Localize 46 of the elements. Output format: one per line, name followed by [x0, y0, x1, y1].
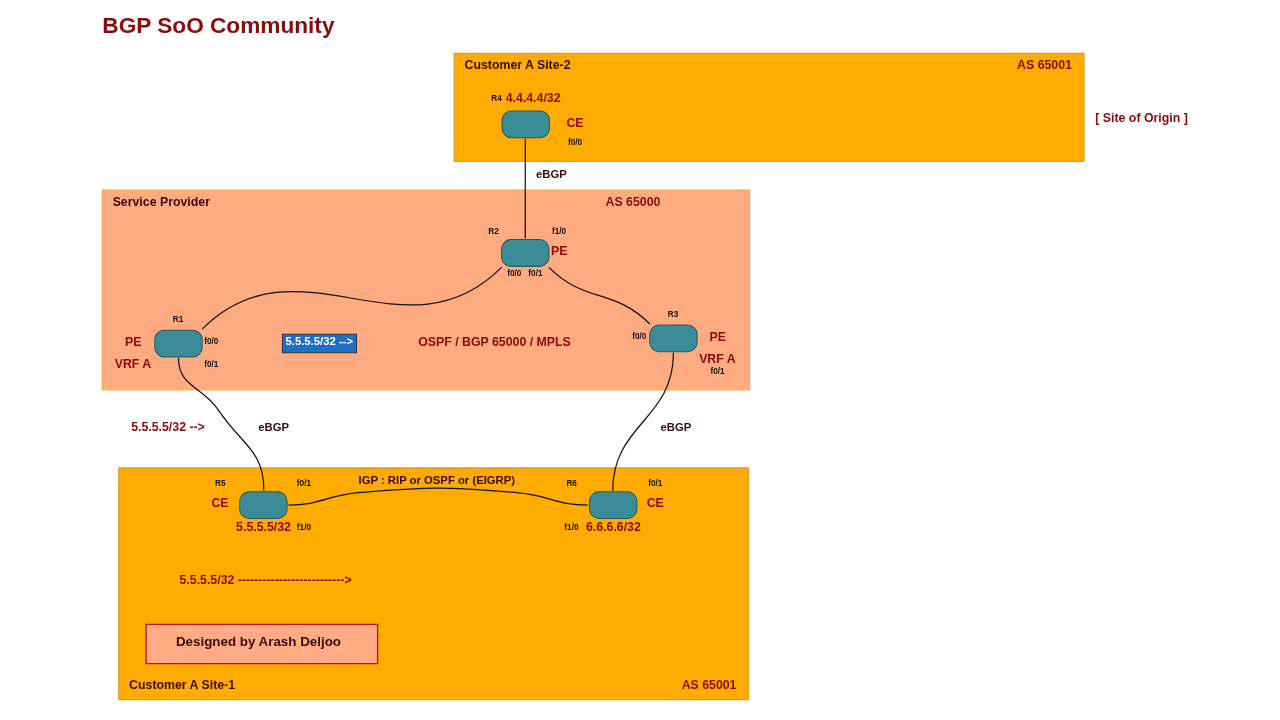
node-label: CE [210, 496, 229, 511]
node-label: f0/0 [506, 269, 521, 279]
node-label: 5.5.5.5/32 [235, 520, 291, 535]
edge-label: IGP : RIP or OSPF or (EIGRP) [358, 474, 515, 487]
node-box: Designed by Arash Deljoo [144, 623, 378, 665]
node-label: f0/1 [203, 359, 218, 369]
node-label: 4.4.4.4/32 [505, 91, 561, 106]
node-label: R2 [487, 226, 499, 236]
node-label: f0/1 [296, 478, 311, 488]
connector [201, 266, 502, 330]
connector [177, 357, 264, 492]
node-label: VRF A [114, 356, 151, 371]
node-label: f0/0 [203, 337, 218, 347]
diagram-title: BGP SoO Community [101, 13, 334, 39]
node-label: CE [565, 115, 584, 130]
connector [524, 138, 526, 240]
node-label: R4 [490, 94, 502, 104]
label: 5.5.5.5/32 --> [285, 335, 353, 348]
connector [287, 487, 589, 506]
node-label: f0/0 [631, 332, 646, 342]
node-label: PE [124, 334, 141, 349]
node-label: f0/1 [647, 478, 662, 488]
edge-label: eBGP [257, 420, 289, 433]
label: 5.5.5.5/32 --> [130, 420, 205, 435]
connector [611, 352, 674, 492]
node-label: R5 [214, 478, 226, 488]
node-label: CE [646, 496, 664, 511]
node-label: VRF A [698, 351, 736, 366]
node-label: PE [708, 329, 726, 344]
node-label: f1/0 [296, 523, 311, 533]
connector [547, 266, 650, 325]
node-label: 6.6.6.6/32 [585, 520, 641, 535]
label: OSPF / BGP 65000 / MPLS [417, 334, 571, 349]
node-label: f0/0 [567, 138, 582, 148]
node-label: f1/0 [563, 523, 579, 533]
edge-label: eBGP [535, 167, 567, 180]
node-label: R3 [667, 310, 678, 320]
node-label: R1 [172, 315, 183, 325]
node-label: R6 [565, 478, 577, 488]
label: 5.5.5.5/32 --------------------------> [179, 573, 352, 588]
edge-label: eBGP [660, 420, 691, 433]
node-label: f0/1 [709, 366, 725, 376]
node-label: PE [550, 244, 567, 259]
node-label: f0/1 [527, 269, 543, 279]
label: [ Site of Origin ] [1094, 111, 1188, 126]
node-label: f1/0 [551, 226, 566, 236]
